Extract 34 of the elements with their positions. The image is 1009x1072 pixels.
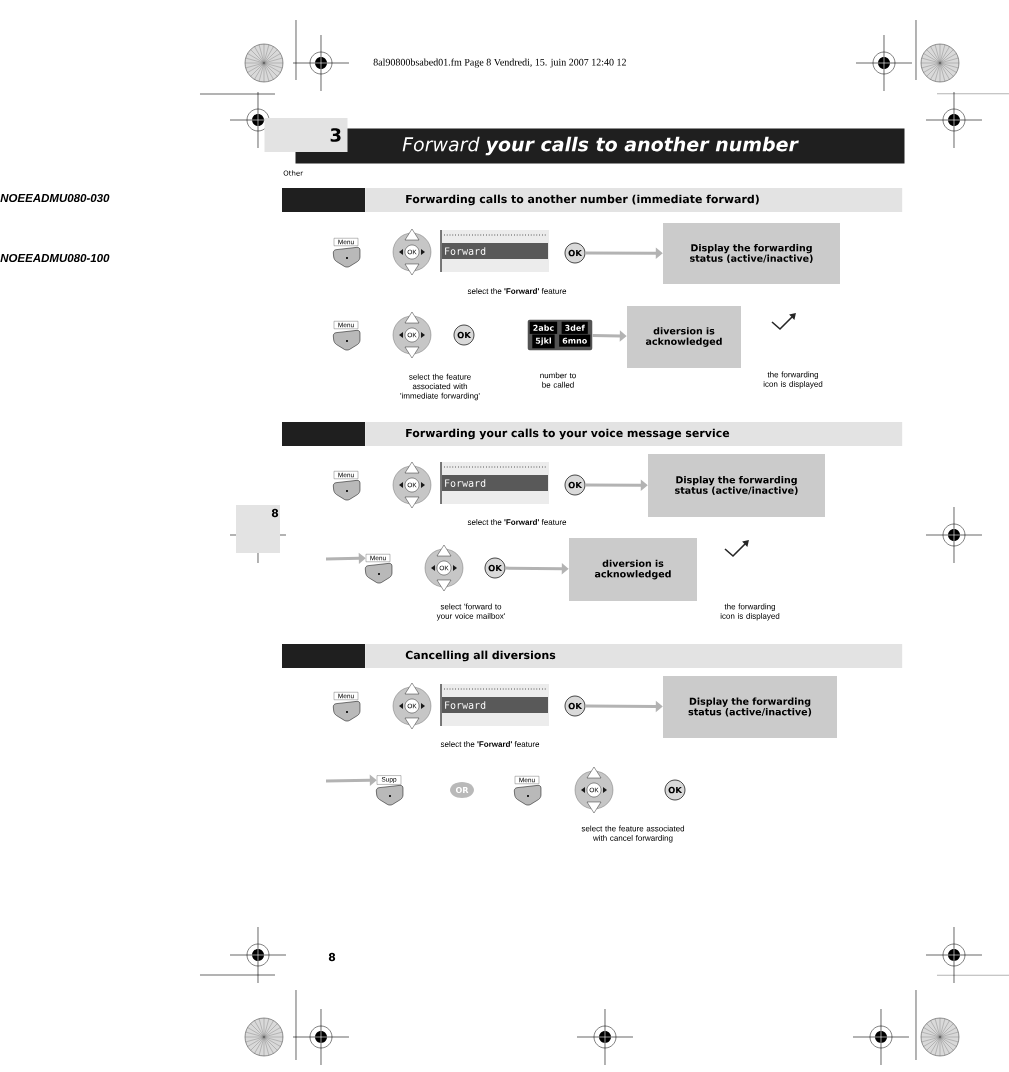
ok-key: OK xyxy=(564,242,586,264)
keypad: 2abc 3def 5jkl 6mno xyxy=(527,319,593,351)
caption: the forwarding icon is displayed xyxy=(763,371,823,389)
print-info: 8al90800bsabed01.fm Page 8 Vendredi, 15. juin 2007 12:40 12 xyxy=(373,58,626,68)
caption: select the feature associated with cancel forwarding xyxy=(581,825,685,843)
result-box: Display the forwarding status (active/inactive) xyxy=(663,676,837,738)
result-box: Display the forwarding status (active/inactive) xyxy=(648,454,825,517)
caption: select the feature associated with 'immediate forwarding' xyxy=(400,373,480,401)
display-screen: Forward xyxy=(440,229,549,273)
section-header: Forwarding calls to another number (immediate forward) xyxy=(282,188,903,212)
result-box: Display the forwarding status (active/inactive) xyxy=(663,223,840,284)
ok-key: OK xyxy=(484,557,506,579)
ok-key: OK xyxy=(664,779,686,801)
result-box: diversion is acknowledged xyxy=(569,538,697,601)
ok-key: OK xyxy=(564,474,586,496)
or-badge: OR xyxy=(450,782,474,798)
caption: the forwarding icon is displayed xyxy=(720,603,780,621)
result-box: diversion is acknowledged xyxy=(627,306,741,368)
reference-code: NOEEADMU080-100 xyxy=(0,253,110,263)
ok-key: OK xyxy=(564,695,586,717)
page-tab: 8 xyxy=(236,505,280,553)
caption: select the 'Forward' feature xyxy=(467,288,567,294)
caption: number to be called xyxy=(540,372,576,388)
caption: select 'forward to your voice mailbox' xyxy=(436,603,505,621)
chapter-number: 3 xyxy=(264,118,348,152)
ok-key: OK xyxy=(453,324,475,346)
section-header: Cancelling all diversions xyxy=(282,644,903,668)
caption: select the 'Forward' feature xyxy=(440,741,540,747)
display-screen: Forward xyxy=(440,683,549,727)
section-header: Forwarding your calls to your voice message service xyxy=(282,422,903,446)
display-screen: Forward xyxy=(440,461,549,505)
page-number: 8 xyxy=(328,952,336,962)
caption: select the 'Forward' feature xyxy=(467,519,567,525)
reference-code: NOEEADMU080-030 xyxy=(0,193,110,203)
